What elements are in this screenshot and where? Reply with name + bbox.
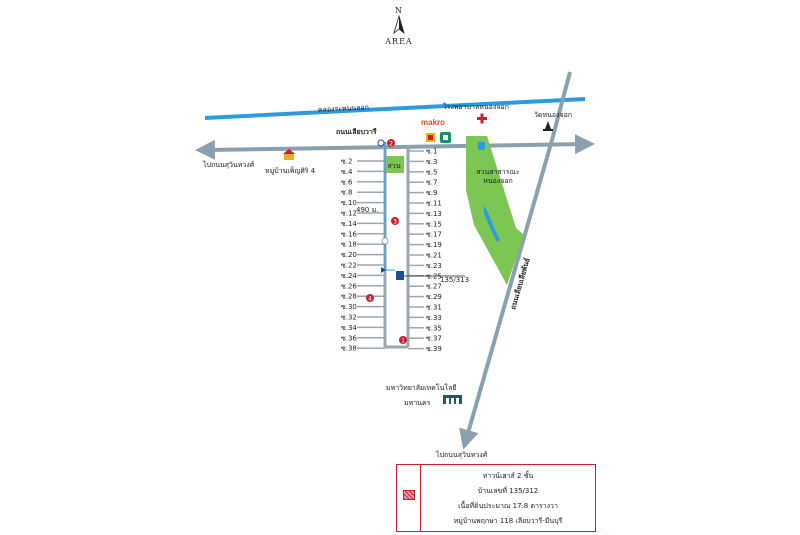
soi-left-label: ซ.8 <box>341 189 352 197</box>
soi-left-label: ซ.30 <box>341 303 357 311</box>
soi-right-label: ซ.31 <box>426 304 442 312</box>
marker-icon-2: 2 <box>387 139 395 148</box>
distance-label: 490 ม. <box>356 206 378 214</box>
soi-left-label: ซ.14 <box>341 220 357 228</box>
info-village: หมู่บ้านพฤกษา 118 เลียบวารี-มีนบุรี <box>453 517 563 525</box>
hospital-label: โรงพยาบาลหนองจอก <box>443 102 509 111</box>
temple-base <box>543 129 553 131</box>
soi-left-label: ซ.36 <box>341 334 357 342</box>
soi-left-label: ซ.20 <box>341 251 357 259</box>
bus-stop-icon <box>377 139 385 147</box>
store-logo-inner <box>428 135 433 140</box>
soi-left-label: ซ.4 <box>341 168 353 176</box>
soi-left-label: ซ.18 <box>341 241 357 249</box>
park-pond-icon <box>478 142 485 150</box>
soi-left-label: ซ.38 <box>341 345 357 353</box>
soi-left-label: ซ.24 <box>341 272 357 280</box>
north-arrow-icon: N AREA <box>384 6 412 46</box>
soi-left-label: ซ.26 <box>341 282 357 290</box>
public-park-area <box>466 136 524 285</box>
park-lake-icon <box>484 205 500 242</box>
small-park-label: สวน <box>388 162 401 170</box>
soi-right-label: ซ.17 <box>426 231 442 239</box>
property-info-box: ทาวน์เฮาส์ 2 ชั้น บ้านเลขที่ 135/312 เนื… <box>396 464 596 532</box>
soi-right-label: ซ.21 <box>426 252 442 260</box>
village-label: หมู่บ้านเพ็ญศิริ 4 <box>265 166 316 175</box>
soi-left-label: ซ.10 <box>341 199 357 207</box>
soi-left-label: ซ.28 <box>341 293 357 301</box>
soi-right-label: ซ.35 <box>426 324 442 332</box>
info-type: ทาวน์เฮาส์ 2 ชั้น <box>482 472 534 480</box>
north-road <box>550 71 572 141</box>
hospital-cross-icon <box>477 113 487 124</box>
village-icon <box>283 149 295 160</box>
marker-icon-4: 4 <box>366 294 374 303</box>
small-park-area <box>384 156 404 173</box>
soi-left-label: ซ.12 <box>341 210 357 218</box>
marker-4-label: 4 <box>368 296 372 303</box>
soi-right-label: ซ.29 <box>426 293 442 301</box>
gas-station-inner <box>443 135 448 140</box>
canal-line <box>204 97 586 120</box>
marker-2-label: 2 <box>389 141 393 148</box>
soi-right-label: ซ.23 <box>426 262 442 270</box>
soi-right-label: ซ.11 <box>426 200 442 208</box>
canal-label: คลองระพนนลอก <box>318 103 369 114</box>
university-label-1: มหาวิทยาลัยเทคโนโลยี <box>386 383 457 392</box>
soi-right-label: ซ.13 <box>426 210 442 218</box>
marker-1-label: 1 <box>401 338 405 345</box>
soi-left-label: ซ.34 <box>341 324 357 332</box>
house-number-label: 135/313 <box>440 276 469 284</box>
diagonal-road <box>459 139 554 450</box>
temple-label: วัดหนองจอก <box>534 111 572 119</box>
university-label-2: มหานคร <box>404 399 431 407</box>
soi-grid: ซ.2ซ.4ซ.6ซ.8ซ.10ซ.12ซ.14ซ.16ซ.18ซ.20ซ.22… <box>341 148 442 354</box>
soi-left-label: ซ.22 <box>341 262 357 270</box>
marker-icon-1: 1 <box>399 336 407 345</box>
soi-right-label: ซ.33 <box>426 314 442 322</box>
legend-swatch <box>397 465 421 531</box>
info-area: เนื้อที่ดินประมาณ 17.8 ตารางวา <box>458 502 558 510</box>
compass-north-label: N <box>395 6 403 15</box>
direction-arrow-icon <box>381 267 386 273</box>
marker-3-label: 3 <box>393 219 397 226</box>
soi-left-label: ซ.16 <box>341 230 357 238</box>
university-building-icon <box>443 395 462 404</box>
soi-right-label: ซ.15 <box>426 220 442 228</box>
soi-right-label: ซ.9 <box>426 189 437 197</box>
soi-right-label: ซ.37 <box>426 335 442 343</box>
soi-left-label: ซ.32 <box>341 314 357 322</box>
soi-left-label: ซ.6 <box>341 178 353 186</box>
soi-left-label: ซ.2 <box>341 158 352 166</box>
soi-right-label: ซ.19 <box>426 241 442 249</box>
compass-area-label: AREA <box>384 37 412 46</box>
makro-label: makro <box>421 118 445 127</box>
soi-right-label: ซ.3 <box>426 158 437 166</box>
soi-right-label: ซ.7 <box>426 179 437 187</box>
soi-right-label: ซ.27 <box>426 283 442 291</box>
park-label-1: สวนสาธารณะ <box>476 168 520 176</box>
main-road <box>195 134 595 160</box>
park-label-2: หนองจอก <box>483 177 513 185</box>
info-house: บ้านเลขที่ 135/312 <box>477 487 539 495</box>
temple-icon <box>545 121 551 129</box>
soi-right-label: ซ.39 <box>426 345 442 353</box>
house-target-icon <box>396 271 404 280</box>
soi-right-label: ซ.1 <box>426 148 437 156</box>
marker-icon-3: 3 <box>391 217 399 226</box>
hatch-swatch-icon <box>403 490 415 500</box>
to-suwinthawong-bottom-label: ไปถนนสุวินทวงศ์ <box>435 450 488 459</box>
soi-right-label: ซ.5 <box>426 168 437 176</box>
roundabout-icon <box>381 237 389 245</box>
to-suwinthawong-left-label: ไปถนนสุวินทวงศ์ <box>202 160 255 169</box>
main-road-label: ถนนเลียบวารี <box>336 128 377 136</box>
